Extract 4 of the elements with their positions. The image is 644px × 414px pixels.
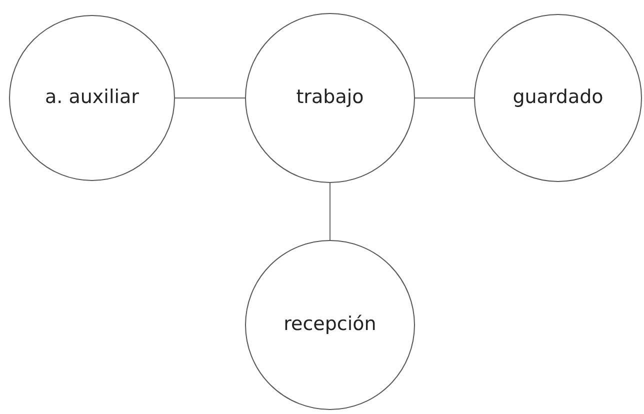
node-label: a. auxiliar [45, 86, 139, 110]
node-label: trabajo [296, 86, 364, 110]
node-label: guardado [512, 86, 604, 110]
node-label: recepción [284, 313, 376, 337]
